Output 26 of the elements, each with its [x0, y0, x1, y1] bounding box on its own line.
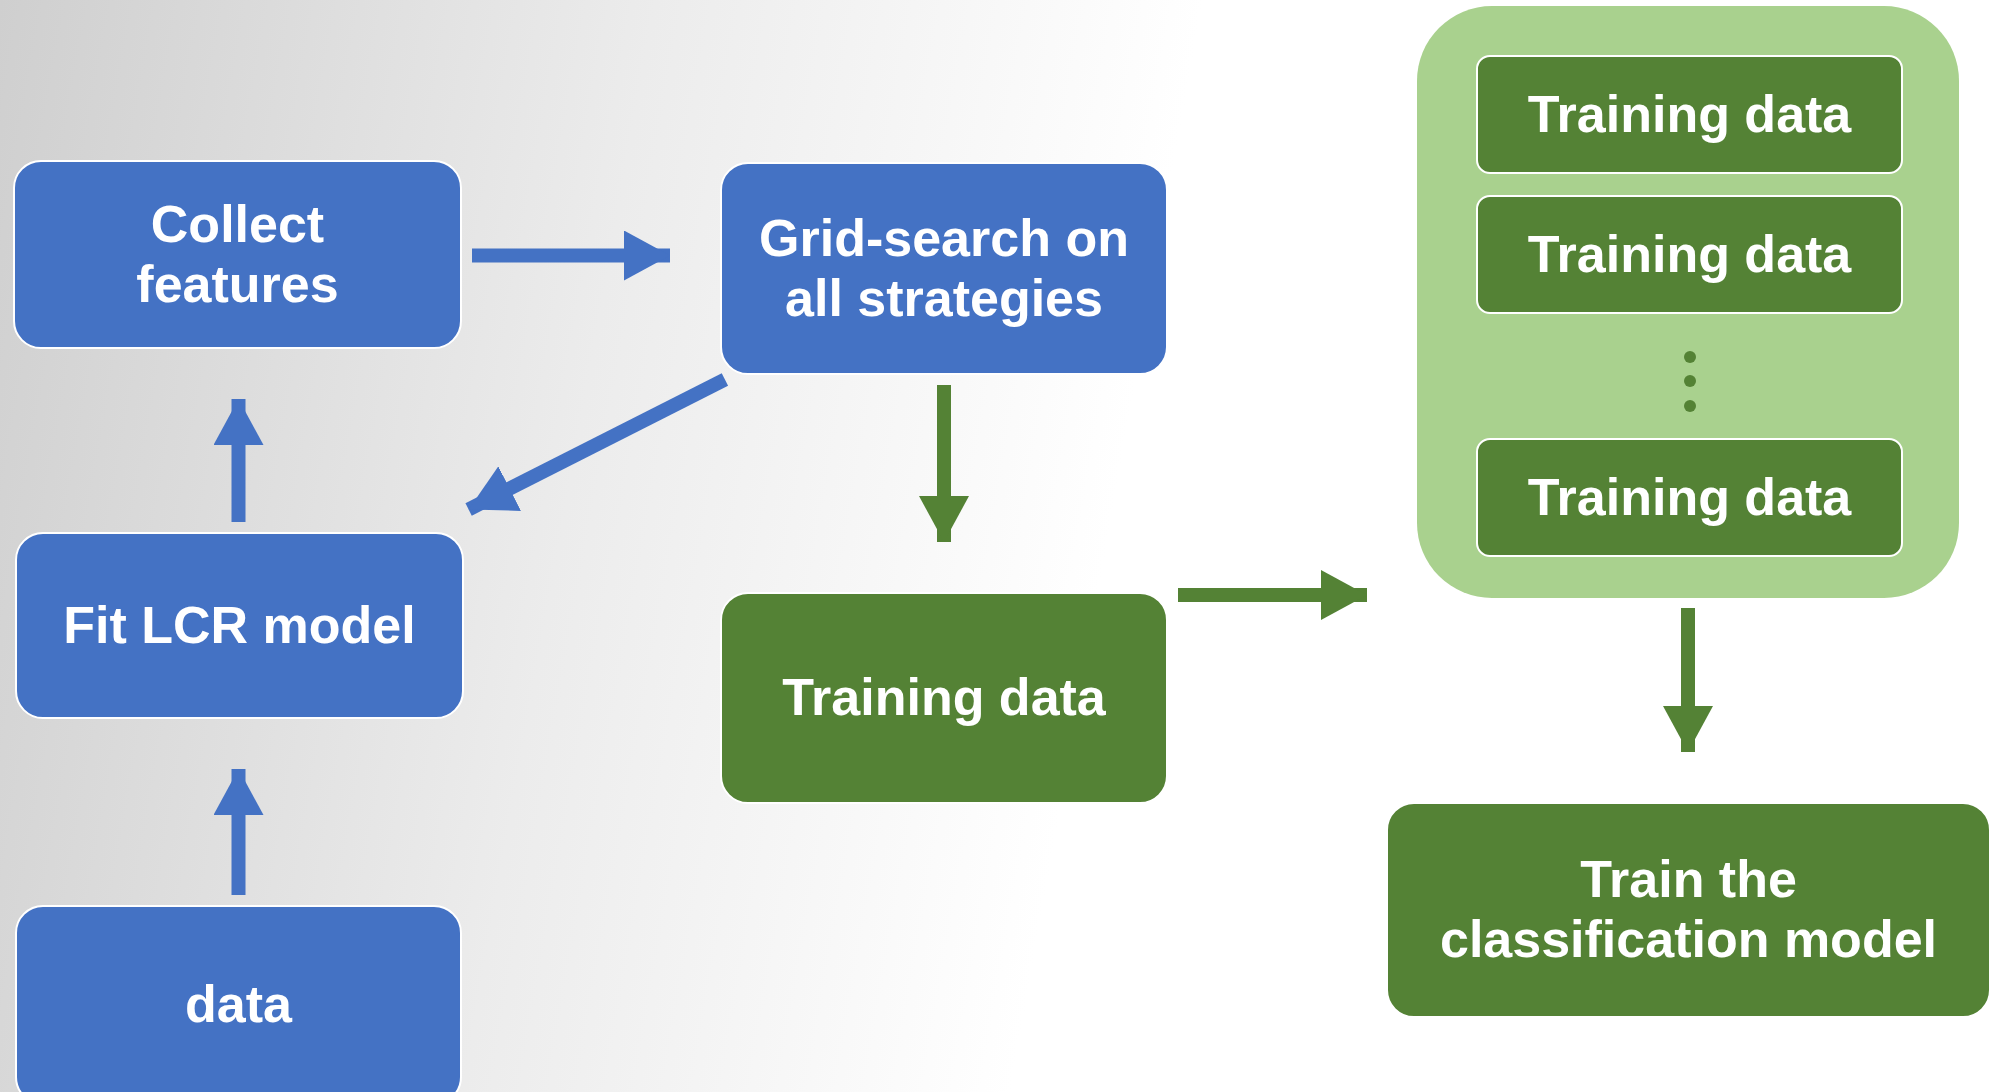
arrow — [919, 385, 969, 542]
arrow — [213, 769, 264, 895]
node-label: Training data — [1526, 224, 1853, 285]
data-box — [720, 592, 1168, 804]
node-label: Grid-search on all strategies — [758, 208, 1130, 329]
process-box — [15, 532, 464, 719]
node-label: Fit LCR model — [62, 595, 417, 656]
node-label: data — [184, 975, 294, 1035]
node-label: Training data — [1526, 84, 1853, 145]
process-box — [13, 160, 462, 349]
node-label: Training data — [781, 668, 1107, 728]
arrow — [213, 399, 264, 522]
group-container — [1417, 6, 1959, 598]
process-box — [15, 905, 462, 1092]
process-box — [1386, 802, 1991, 1018]
node-label: Collect features — [135, 194, 340, 315]
data-box — [1476, 55, 1903, 174]
arrow — [465, 373, 729, 516]
arrow — [1663, 608, 1713, 752]
node-label: Training data — [1526, 467, 1853, 528]
process-box — [720, 162, 1168, 375]
node-label: Train the classification model — [1438, 850, 1938, 970]
data-box — [1476, 438, 1903, 557]
data-box — [1476, 195, 1903, 314]
arrow — [472, 230, 670, 281]
arrow — [1178, 570, 1367, 620]
